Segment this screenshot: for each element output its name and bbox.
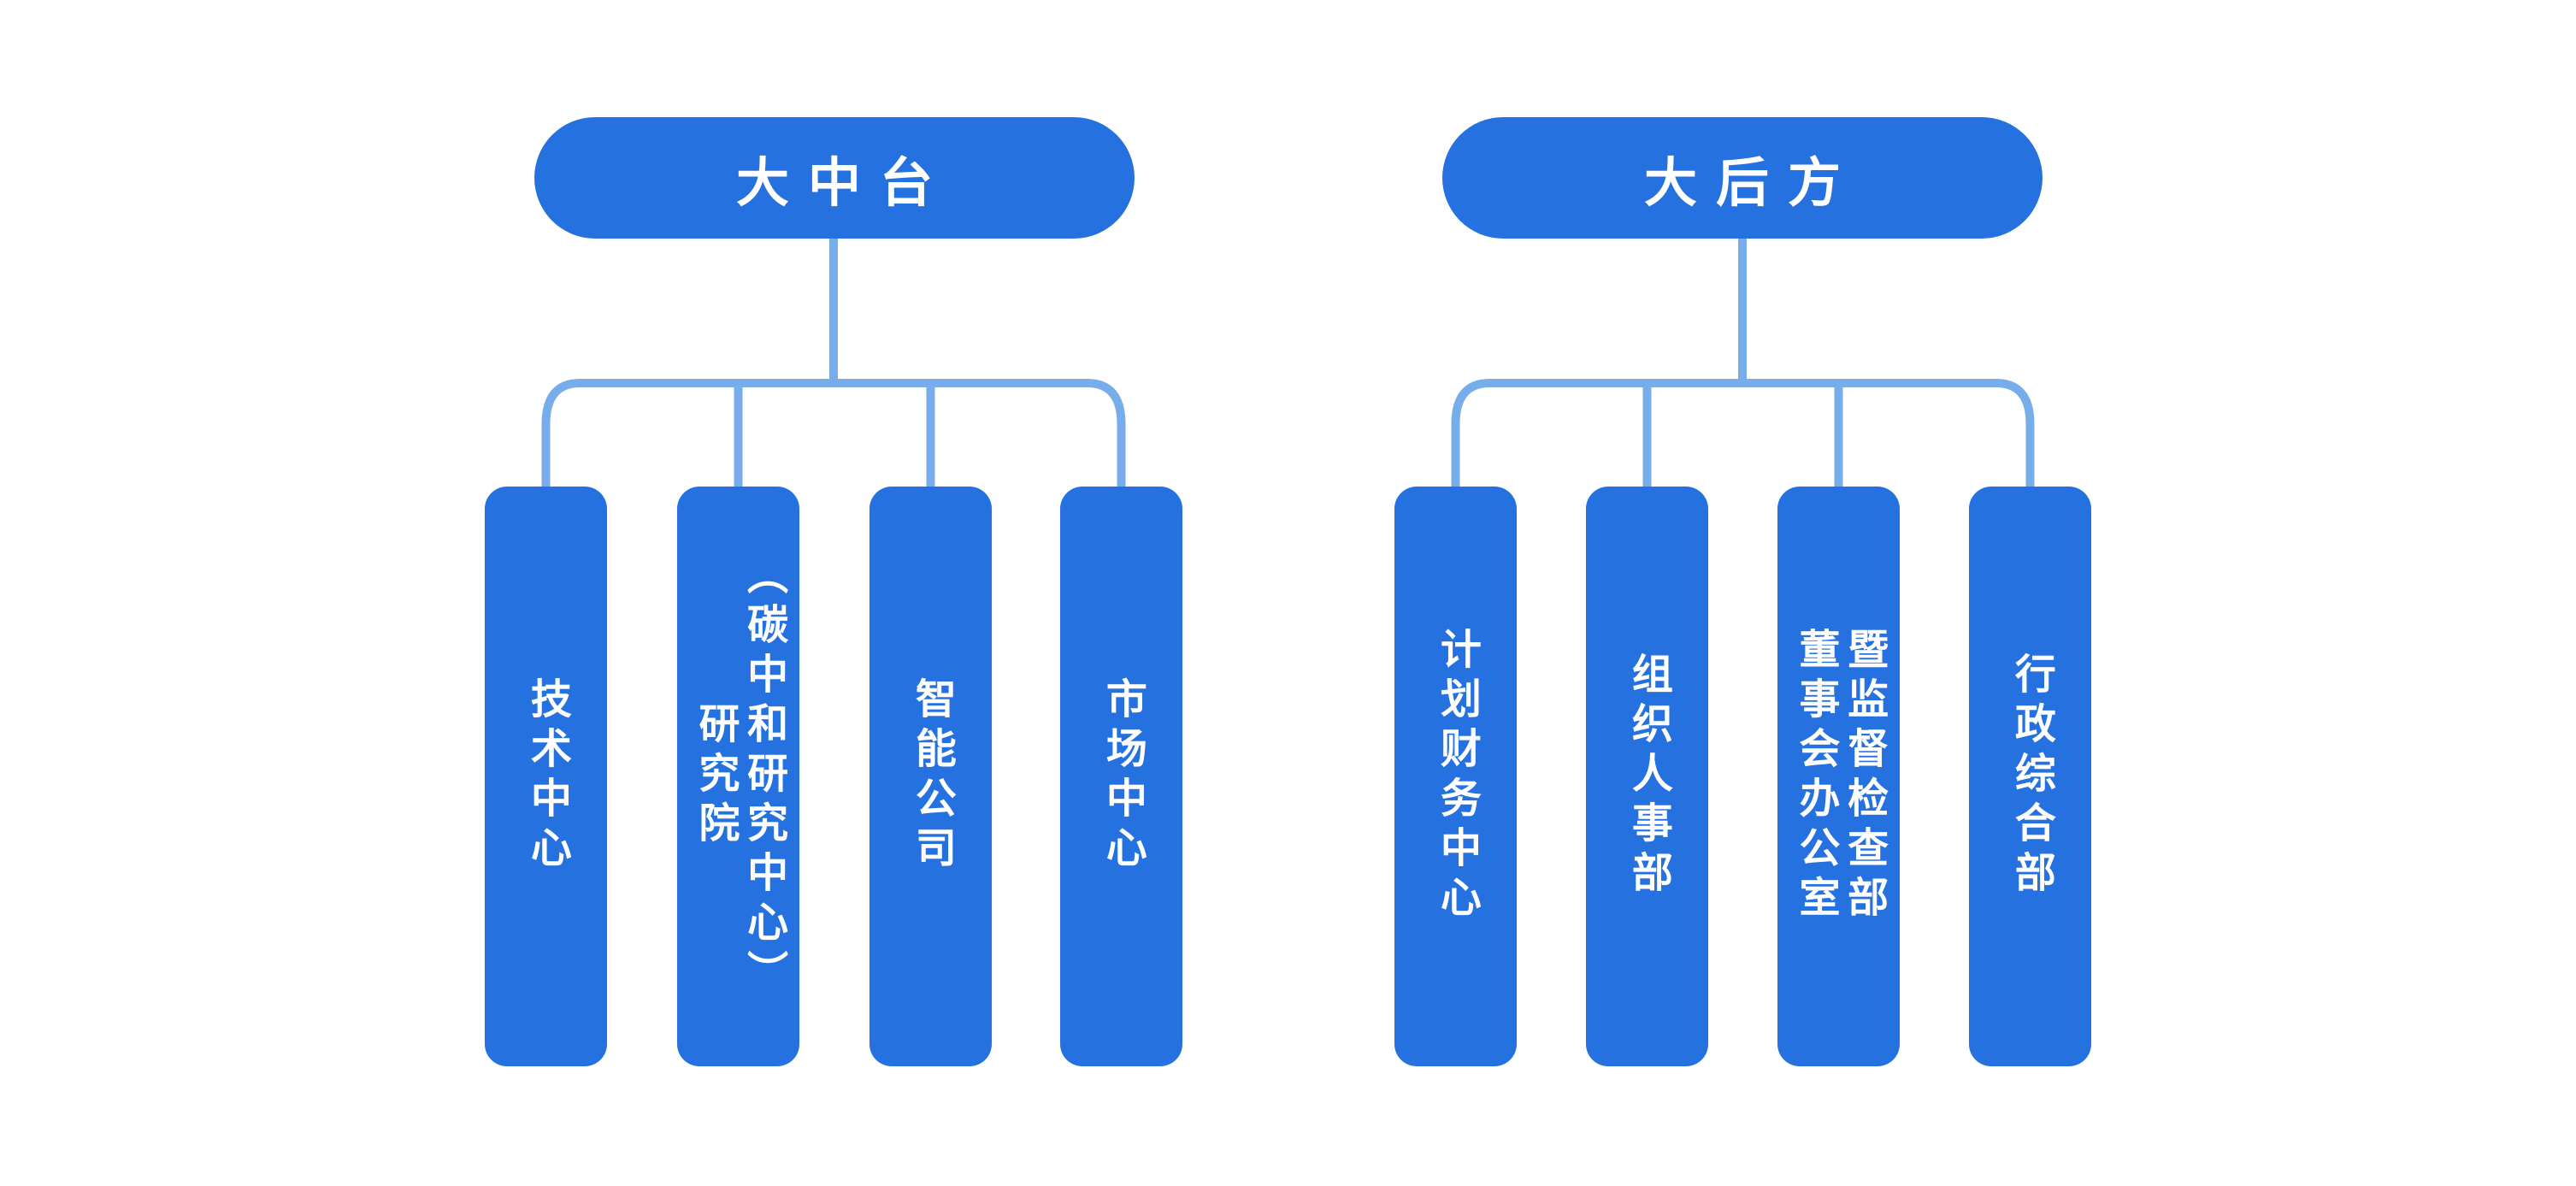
node-planning-finance-center[interactable]: 计划财务中心 — [1394, 487, 1517, 1066]
node-smart-company[interactable]: 智能公司 — [869, 487, 992, 1066]
group-header-middle-platform[interactable]: 大中台 — [534, 117, 1135, 239]
node-tech-center[interactable]: 技术中心 — [485, 487, 607, 1066]
node-board-office-supervision[interactable]: 董事会办公室 暨监督检查部 — [1777, 487, 1900, 1066]
node-admin-general-department[interactable]: 行政综合部 — [1969, 487, 2091, 1066]
node-label: 董事会办公室 暨监督检查部 — [1792, 628, 1887, 925]
node-label: 技术中心 — [523, 677, 569, 876]
node-label: 行政综合部 — [2007, 652, 2054, 900]
node-research-institute[interactable]: 研究院 （碳中和研究中心） — [677, 487, 799, 1066]
node-org-hr-department[interactable]: 组织人事部 — [1586, 487, 1708, 1066]
connector-bus-group1 — [541, 379, 1126, 492]
node-market-center[interactable]: 市场中心 — [1060, 487, 1182, 1066]
node-label: 智能公司 — [908, 677, 954, 876]
node-label: 市场中心 — [1099, 677, 1145, 876]
node-label: 计划财务中心 — [1433, 628, 1479, 925]
group-header-rear-support[interactable]: 大后方 — [1442, 117, 2043, 239]
connector-bus-group2 — [1451, 379, 2035, 492]
node-label: 组织人事部 — [1624, 652, 1671, 900]
group-header-label: 大后方 — [1643, 154, 1860, 213]
node-label: 研究院 （碳中和研究中心） — [692, 553, 787, 1000]
group-header-label: 大中台 — [735, 154, 952, 213]
